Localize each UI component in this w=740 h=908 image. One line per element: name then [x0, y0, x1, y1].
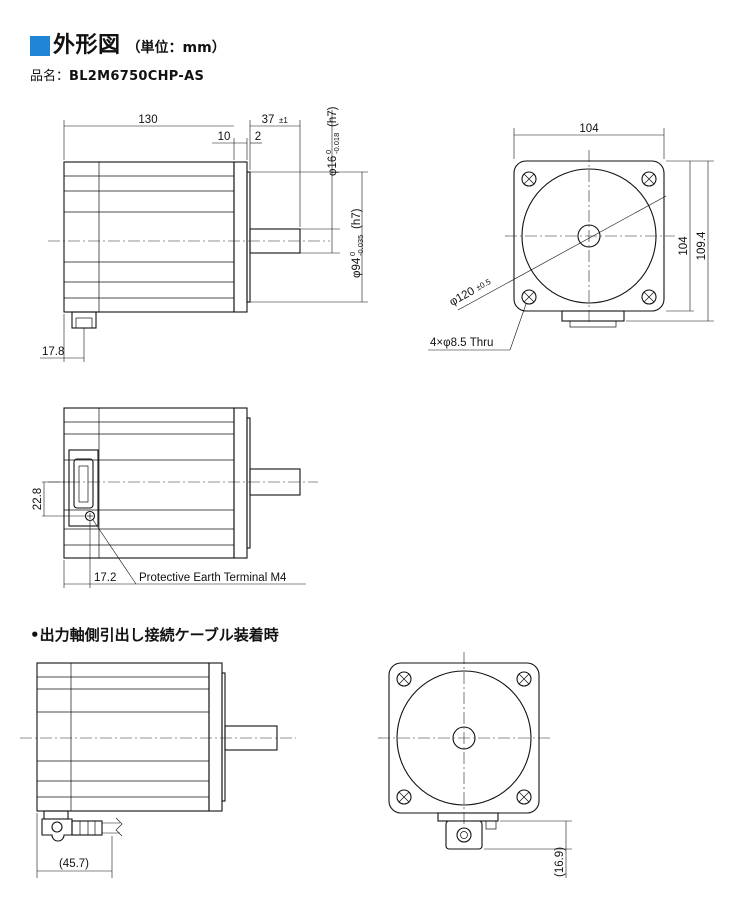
page-title: 外形図	[53, 33, 121, 58]
dim-pcd-tol: ±0.5	[474, 277, 492, 293]
product-name: BL2M6750CHP-AS	[69, 69, 205, 84]
motor-body-cable	[36, 662, 210, 812]
dim-height-total: 109.4	[696, 231, 708, 260]
dim-shaft-dia: φ16	[327, 156, 339, 176]
dim-shaft-dia-fit: (h7)	[327, 106, 339, 127]
cable-plug	[71, 820, 103, 836]
dim-pilot-dia-tol-top: 0	[348, 252, 357, 256]
dim-length: 130	[138, 114, 157, 126]
dim-cable-height: (16.9)	[554, 847, 566, 877]
dim-width: 104	[579, 123, 599, 135]
dim-shaft-tol: ±1	[279, 116, 288, 125]
motor-body-side	[63, 161, 235, 313]
connector-front	[561, 310, 625, 322]
cable-elbow	[41, 818, 73, 842]
connector-bottom	[68, 449, 99, 527]
dim-cable-length: (45.7)	[59, 858, 89, 870]
dim-shaft: 37	[262, 114, 275, 126]
dim-pilot: 2	[255, 131, 261, 143]
dim-terminal-offset: 17.2	[94, 572, 116, 584]
dim-pcd: φ120	[448, 285, 477, 308]
dim-connector-offset: 17.8	[42, 346, 64, 358]
bottom-view: 22.8 17.2 Protective Earth Terminal M4	[32, 407, 318, 588]
title-square-icon	[30, 36, 50, 56]
cable-connector-front	[445, 820, 483, 850]
connector-side	[71, 311, 97, 329]
cable-section-title: •出力軸側引出し接続ケーブル装着時	[30, 626, 279, 644]
dim-shaft-dia-tol-top: 0	[324, 150, 333, 154]
cable-front-view: (16.9)	[378, 652, 572, 878]
front-view: 104 104 109.4 φ120 ±0.5 4×φ8.5 Thru	[428, 123, 714, 351]
cable-mounting-holes	[396, 671, 532, 805]
cable-side-view: (45.7)	[20, 662, 296, 878]
dim-pilot-dia-tol-bottom: -0.035	[356, 235, 365, 256]
dim-pilot-dia: φ94	[351, 257, 363, 278]
cable-break-icon	[115, 817, 123, 837]
dim-height: 104	[678, 236, 690, 256]
dim-connector-height: 22.8	[32, 488, 44, 510]
title-block: 外形図 （単位：mm）	[30, 30, 226, 60]
hole-note: 4×φ8.5 Thru	[430, 337, 493, 349]
product-label: 品名：	[30, 69, 70, 84]
dim-shaft-dia-tol-bottom: -0.018	[332, 133, 341, 154]
dim-flange: 10	[218, 131, 231, 143]
side-view: 130 10 2 37 ±1 φ16 0 -0.018 (h7) φ94 0 -…	[40, 106, 368, 362]
motor-flange-side	[233, 161, 248, 313]
dim-pilot-dia-fit: (h7)	[351, 208, 363, 229]
product-line: 品名：BL2M6750CHP-AS	[30, 65, 204, 84]
motor-body-bottom	[63, 407, 235, 559]
terminal-note: Protective Earth Terminal M4	[139, 572, 287, 584]
mounting-holes	[521, 171, 657, 305]
unit-label: （単位：mm）	[126, 40, 226, 56]
cable-connector-base	[43, 810, 69, 820]
